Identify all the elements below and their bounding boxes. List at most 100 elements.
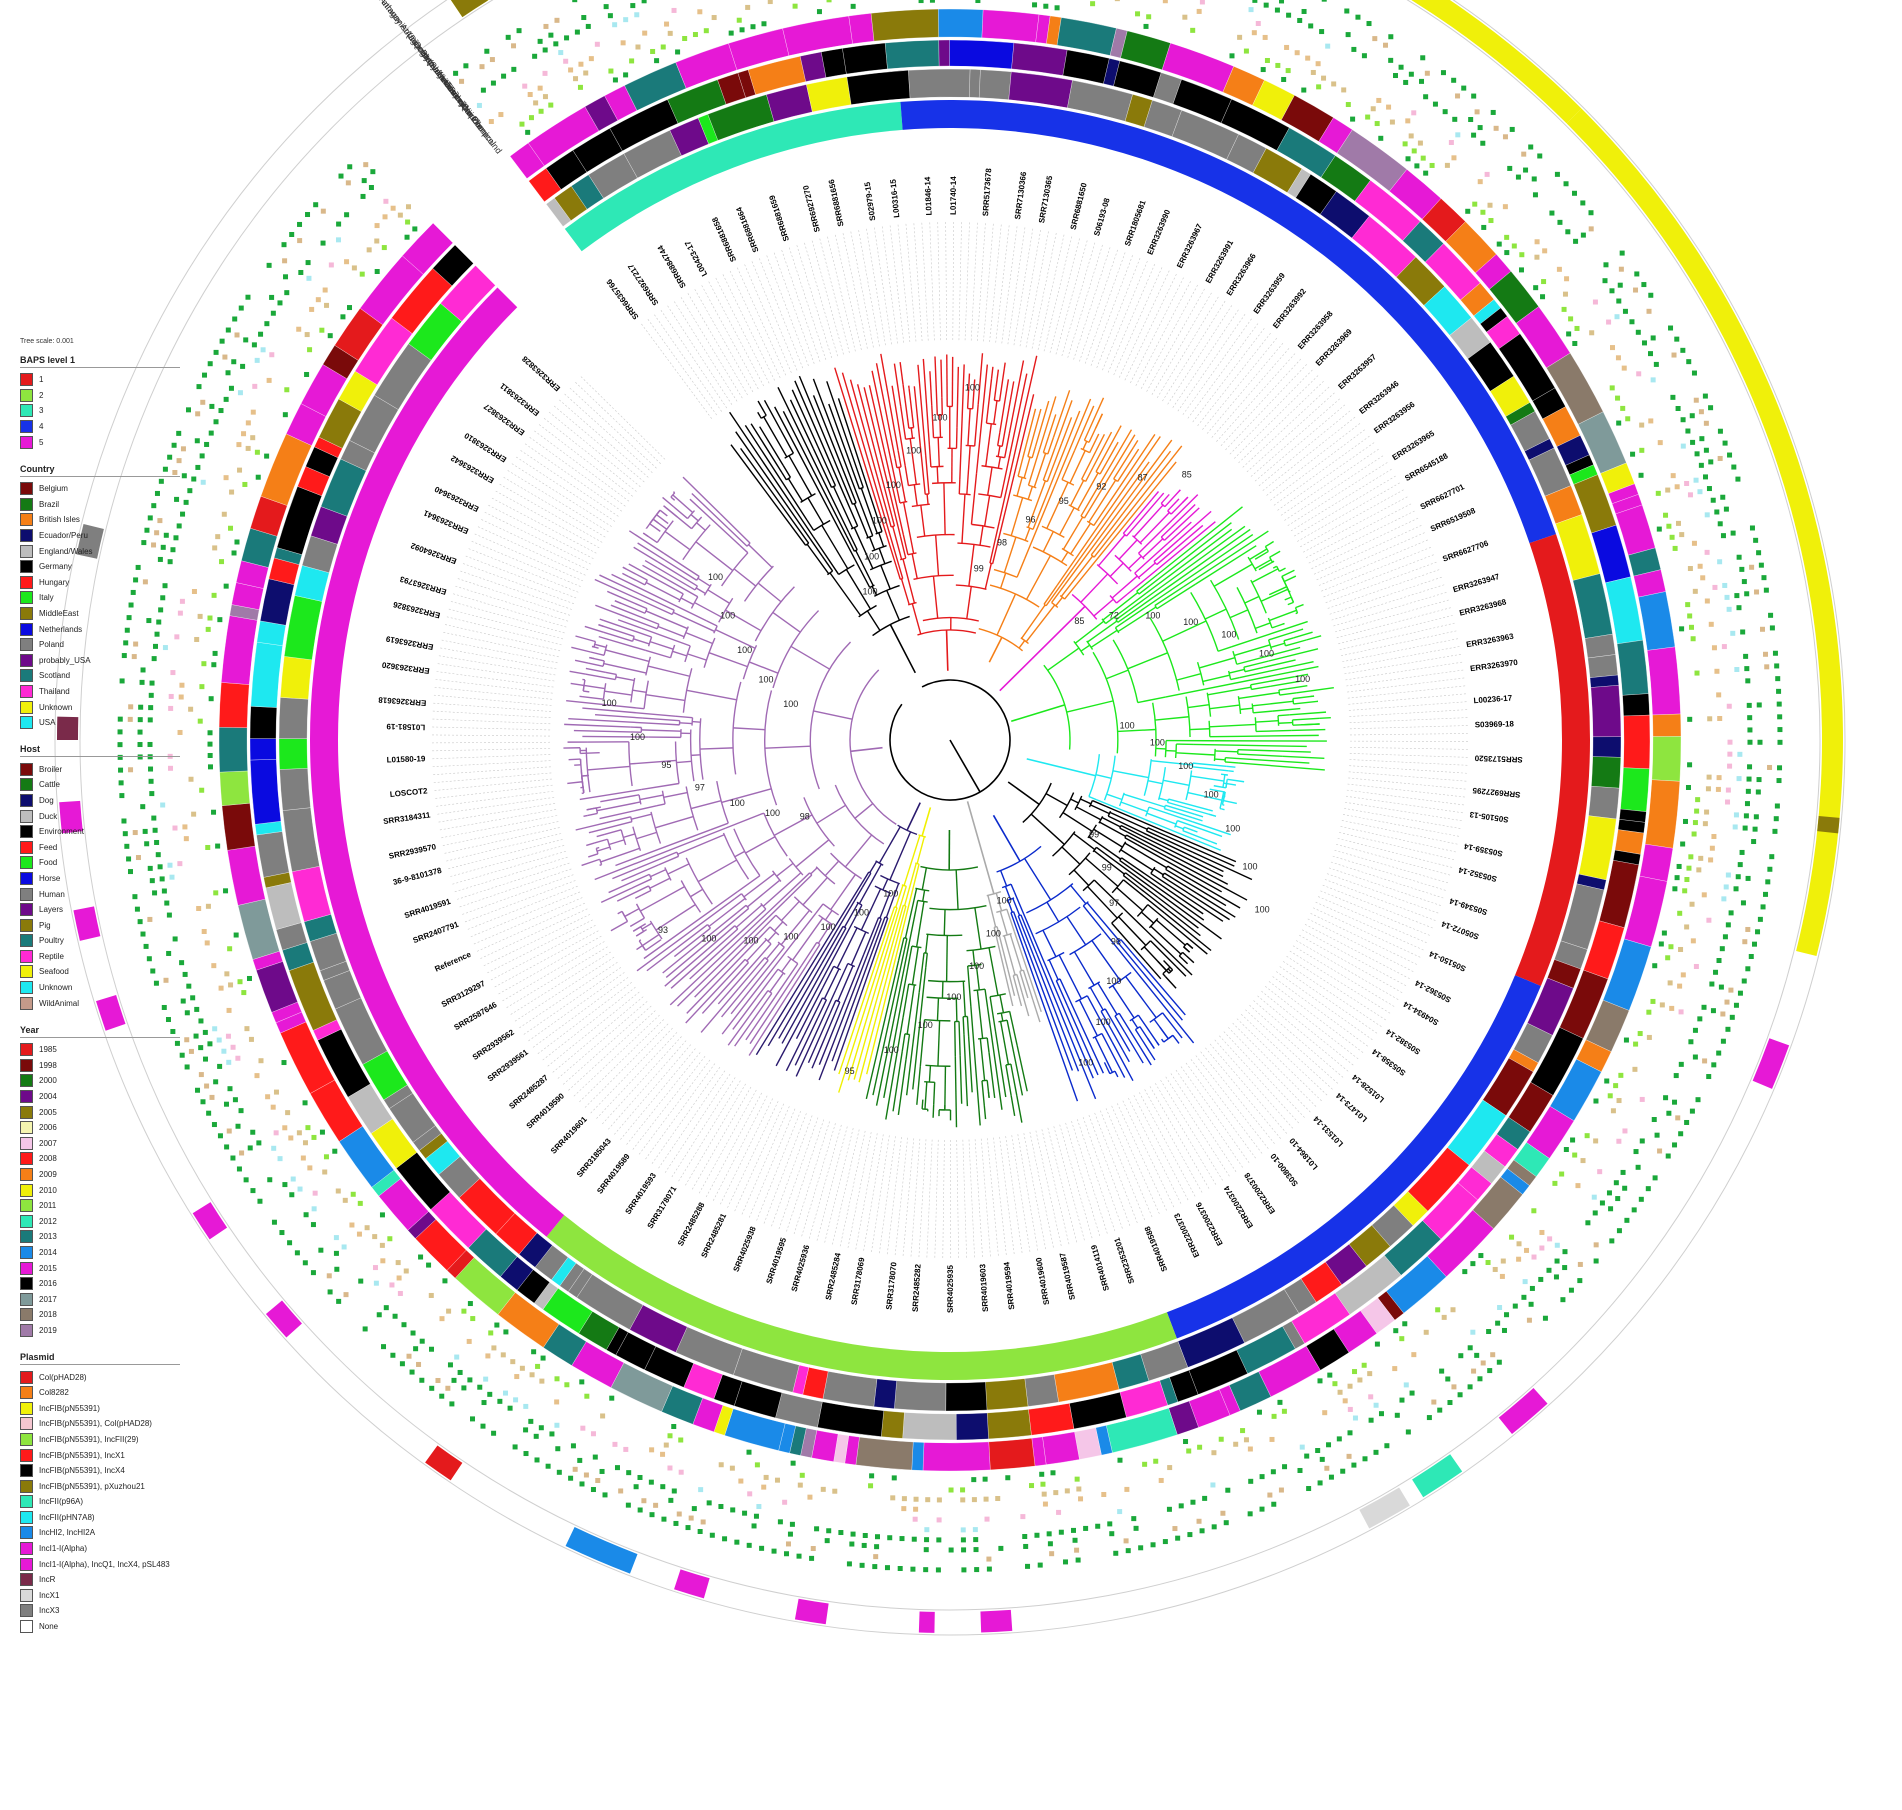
resistance-gene-mark	[310, 1222, 316, 1228]
tree-branch	[817, 923, 832, 944]
resistance-gene-mark	[1731, 464, 1737, 470]
tip-guide-line	[545, 991, 640, 1068]
resistance-gene-mark	[1496, 1359, 1502, 1365]
tree-branch	[781, 472, 788, 481]
tree-branch	[1047, 647, 1080, 671]
tree-branch	[1237, 748, 1291, 753]
baps-ring-sector	[310, 287, 565, 1237]
tree-branch	[962, 981, 966, 1017]
tree-branch	[996, 593, 1017, 636]
tip-guide-line	[475, 902, 585, 953]
resistance-gene-mark	[1072, 1537, 1078, 1543]
resistance-gene-mark	[322, 287, 328, 293]
tip-guide-line	[721, 272, 775, 381]
resistance-gene-mark	[1631, 1207, 1637, 1213]
tree-branch	[1251, 568, 1279, 584]
tree-branch	[581, 776, 584, 782]
tree-branch	[663, 552, 700, 577]
resistance-gene-mark	[485, 1353, 491, 1359]
taxon-label: SRR6881664	[734, 205, 760, 253]
resistance-gene-mark	[254, 357, 260, 363]
tip-guide-line	[441, 631, 559, 658]
legend-swatch	[20, 669, 33, 683]
bootstrap-value: 100	[602, 698, 617, 708]
legend-swatch	[20, 1620, 33, 1634]
resistance-gene-mark	[1347, 1383, 1353, 1389]
tip-guide-line	[929, 220, 935, 341]
resistance-gene-mark	[227, 946, 233, 952]
resistance-gene-mark	[629, 58, 635, 64]
tree-branch	[583, 684, 605, 690]
tree-branch	[976, 990, 984, 1039]
taxon-label: SRR4025935	[946, 1264, 955, 1313]
resistance-gene-mark	[1485, 1259, 1491, 1265]
tip-guide-line	[436, 803, 556, 823]
tree-branch	[1210, 840, 1218, 845]
resistance-gene-mark	[439, 1393, 445, 1399]
resistance-gene-mark	[1774, 803, 1780, 809]
resistance-gene-mark	[1211, 1450, 1217, 1456]
tip-guide-line	[1105, 1108, 1154, 1219]
tree-branch	[845, 534, 855, 552]
tree-branch	[866, 878, 916, 1075]
bootstrap-value: 100	[744, 936, 759, 946]
tree-branch	[818, 954, 865, 1065]
resistance-gene-mark	[356, 1231, 362, 1237]
tree-branch	[682, 476, 721, 515]
tree-branch	[1115, 620, 1126, 629]
resistance-gene-mark	[1408, 71, 1414, 77]
resistance-gene-mark	[1345, 32, 1351, 38]
resistance-gene-mark	[1680, 841, 1686, 847]
clade-stem	[1026, 758, 1096, 777]
tree-branch	[727, 527, 748, 547]
tree-branch	[596, 801, 641, 812]
resistance-gene-mark	[223, 888, 229, 894]
legend-label: Ecuador/Peru	[39, 531, 88, 541]
tip-guide-line	[1077, 1119, 1116, 1234]
resistance-gene-mark	[1636, 371, 1642, 377]
tree-branch	[1104, 1008, 1130, 1050]
tree-branch	[622, 572, 630, 578]
tip-guide-line	[726, 1101, 779, 1210]
resistance-gene-mark	[911, 1536, 917, 1542]
resistance-gene-mark	[1708, 459, 1714, 465]
resistance-gene-mark	[1378, 135, 1384, 141]
tip-guide-line	[618, 1048, 696, 1142]
tree-branch	[824, 910, 833, 921]
resistance-gene-mark	[1744, 801, 1750, 807]
resistance-gene-mark	[1745, 926, 1751, 932]
tip-guide-line	[540, 986, 636, 1062]
resistance-gene-mark	[1618, 266, 1624, 272]
resistance-gene-mark	[625, 1502, 631, 1508]
tree-branch	[676, 923, 709, 949]
tip-guide-line	[1192, 326, 1266, 423]
resistance-gene-mark	[282, 1125, 288, 1131]
tree-branch	[702, 927, 711, 935]
tree-branch	[803, 797, 835, 847]
resistance-gene-mark	[1040, 1481, 1046, 1487]
tree-branch	[595, 604, 625, 618]
tree-branch	[996, 926, 1009, 970]
resistance-gene-mark	[548, 32, 554, 38]
tree-branch	[981, 465, 1003, 470]
taxon-label: SRR4025938	[732, 1225, 758, 1273]
tree-branch	[1073, 461, 1150, 568]
tree-branch	[1123, 1031, 1144, 1064]
resistance-gene-mark	[1419, 78, 1425, 84]
resistance-gene-mark	[194, 636, 200, 642]
resistance-gene-mark	[225, 1033, 231, 1039]
tree-branch	[638, 939, 642, 942]
tip-guide-line	[1234, 373, 1320, 459]
tip-guide-line	[1348, 701, 1469, 711]
resistance-gene-mark	[1297, 1467, 1303, 1473]
resistance-gene-mark	[1694, 451, 1700, 457]
resistance-gene-mark	[1474, 1352, 1480, 1358]
resistance-gene-mark	[383, 1305, 389, 1311]
taxon-label: SRR3184311	[383, 810, 432, 826]
tree-branch	[1126, 834, 1167, 858]
resistance-gene-mark	[1666, 1110, 1672, 1116]
tip-guide-line	[1325, 561, 1439, 603]
